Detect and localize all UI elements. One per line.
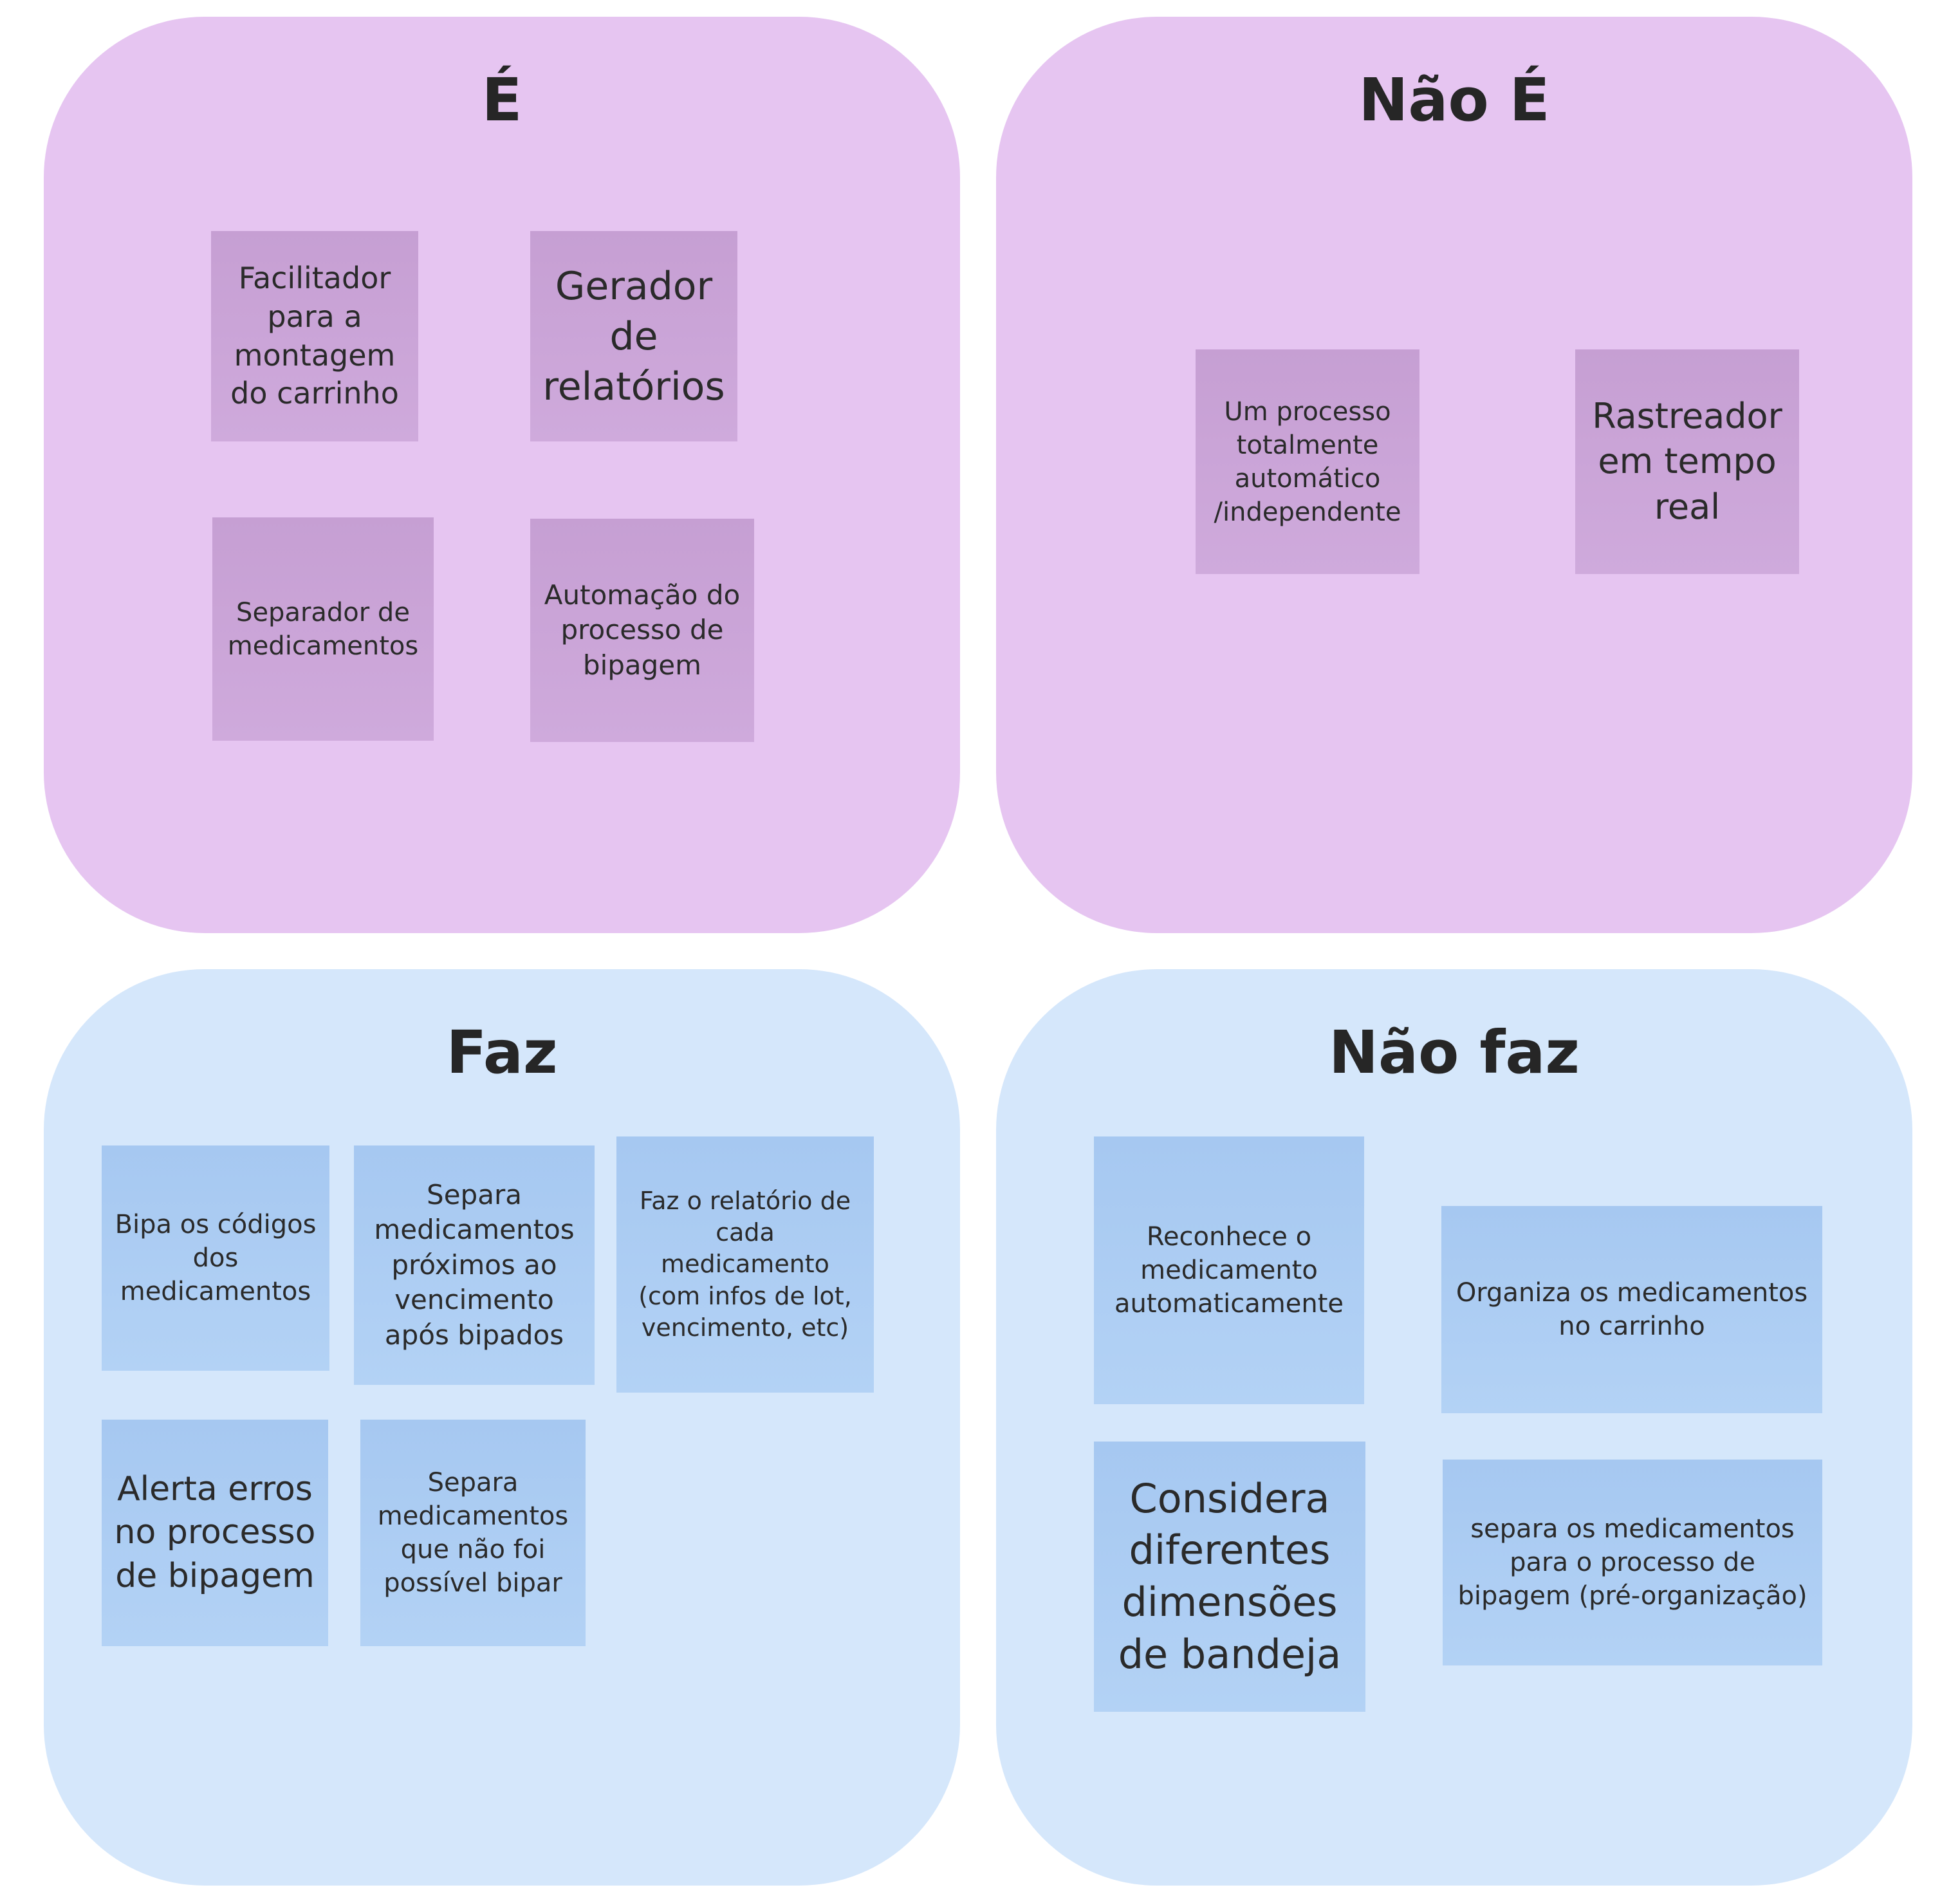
sticky-note[interactable]: Considera diferentes dimensões de bandej…	[1094, 1442, 1365, 1712]
sticky-note[interactable]: Facilitador para a montagem do carrinho	[211, 231, 418, 441]
quadrant-title-nao-e: Não É	[1358, 66, 1550, 134]
quadrant-nao-faz: Não faz Reconhece o medicamento automati…	[996, 969, 1912, 1886]
quadrant-faz: Faz Bipa os códigos dos medicamentos Sep…	[44, 969, 960, 1886]
sticky-note-text: Gerador de relatórios	[542, 263, 725, 409]
sticky-note[interactable]: Um processo totalmente automático /indep…	[1196, 349, 1419, 574]
quadrant-title-faz: Faz	[446, 1018, 558, 1087]
sticky-note-text: Facilitador para a montagem do carrinho	[230, 260, 399, 411]
quadrant-nao-e: Não É Um processo totalmente automático …	[996, 17, 1912, 933]
sticky-note[interactable]: Alerta erros no processo de bipagem	[102, 1420, 328, 1646]
sticky-note[interactable]: Faz o relatório de cada medicamento (com…	[616, 1136, 874, 1393]
sticky-note-text: Rastreador em tempo real	[1592, 396, 1782, 527]
sticky-note-text: Automação do processo de bipagem	[544, 579, 741, 681]
quadrant-title-nao-faz: Não faz	[1329, 1018, 1580, 1087]
sticky-note-text: Faz o relatório de cada medicamento (com…	[638, 1186, 852, 1342]
sticky-note[interactable]: Reconhece o medicamento automaticamente	[1094, 1136, 1364, 1404]
quadrant-e: É Facilitador para a montagem do carrinh…	[44, 17, 960, 933]
sticky-note[interactable]: Separa medicamentos que não foi possível…	[360, 1420, 586, 1646]
sticky-note-text: separa os medicamentos para o processo d…	[1457, 1514, 1807, 1611]
quadrant-title-e: É	[481, 66, 522, 134]
sticky-note[interactable]: Gerador de relatórios	[530, 231, 737, 441]
sticky-note-text: Alerta erros no processo de bipagem	[114, 1469, 316, 1595]
sticky-note-text: Bipa os códigos dos medicamentos	[115, 1210, 317, 1306]
sticky-note[interactable]: Automação do processo de bipagem	[530, 519, 754, 742]
sticky-note-text: Separa medicamentos que não foi possível…	[377, 1468, 569, 1598]
sticky-note[interactable]: Rastreador em tempo real	[1575, 349, 1799, 574]
sticky-note[interactable]: separa os medicamentos para o processo d…	[1443, 1460, 1822, 1665]
sticky-note[interactable]: Bipa os códigos dos medicamentos	[102, 1145, 329, 1371]
sticky-note-text: Organiza os medicamentos no carrinho	[1456, 1278, 1808, 1341]
sticky-note-text: Considera diferentes dimensões de bandej…	[1118, 1474, 1342, 1678]
sticky-note-text: Um processo totalmente automático /indep…	[1214, 396, 1401, 527]
sticky-note[interactable]: Organiza os medicamentos no carrinho	[1441, 1206, 1822, 1413]
sticky-note[interactable]: Separa medicamentos próximos ao vencimen…	[354, 1145, 595, 1385]
sticky-note-text: Reconhece o medicamento automaticamente	[1114, 1222, 1344, 1319]
sticky-note-text: Separa medicamentos próximos ao vencimen…	[374, 1178, 575, 1351]
sticky-note[interactable]: Separador de medicamentos	[212, 517, 434, 741]
sticky-note-text: Separador de medicamentos	[227, 597, 419, 661]
